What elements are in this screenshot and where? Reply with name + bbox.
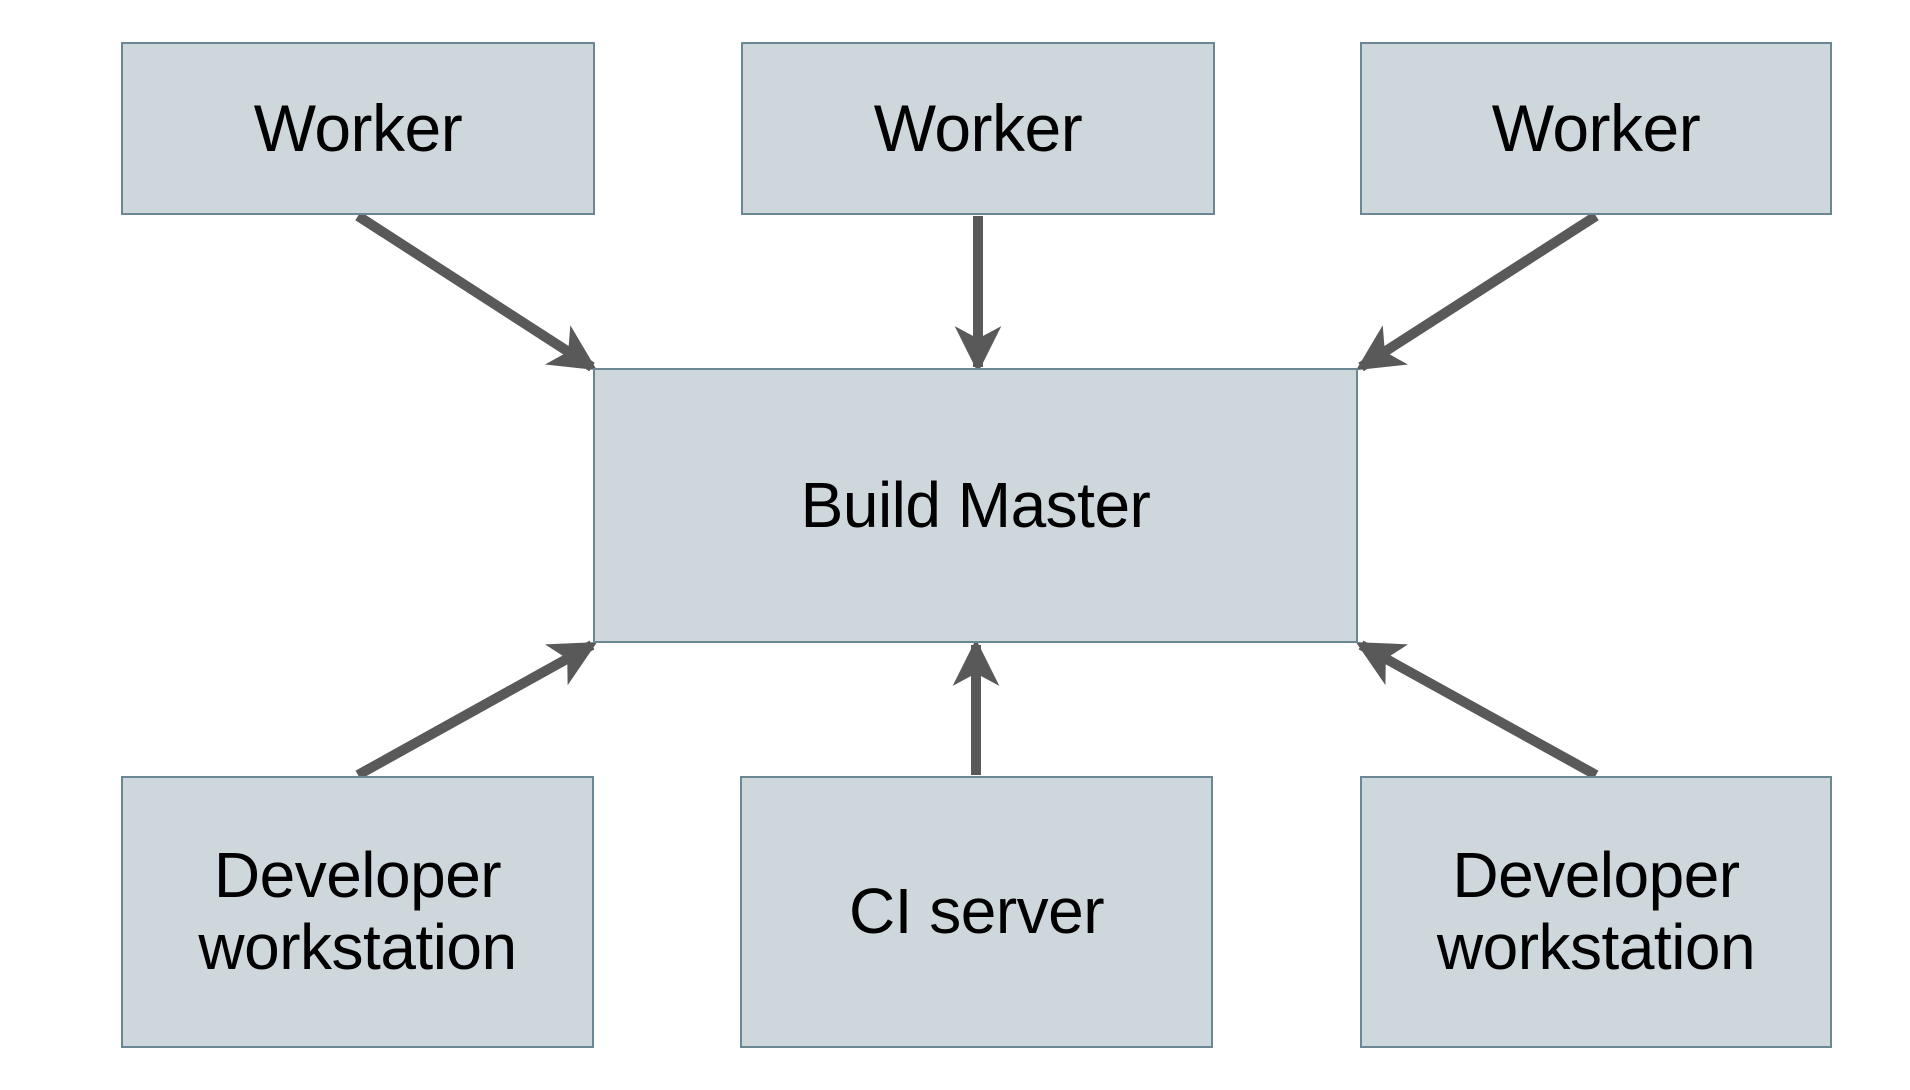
node-ci-server-label: CI server: [848, 875, 1105, 948]
node-worker-1-label: Worker: [253, 90, 463, 165]
node-worker-1[interactable]: Worker: [121, 42, 595, 215]
node-developer-workstation-left-label: Developer workstation: [198, 839, 517, 983]
edge-worker3-to-master: [1356, 211, 1599, 372]
node-developer-workstation-left[interactable]: Developer workstation: [121, 776, 594, 1048]
node-worker-3[interactable]: Worker: [1360, 42, 1832, 215]
node-worker-2-label: Worker: [873, 90, 1083, 165]
node-worker-3-label: Worker: [1491, 90, 1701, 165]
node-worker-2[interactable]: Worker: [741, 42, 1215, 215]
edge-devright-to-master: [1355, 640, 1599, 780]
node-developer-workstation-right[interactable]: Developer workstation: [1360, 776, 1832, 1048]
node-build-master-label: Build Master: [800, 468, 1151, 541]
edge-worker1-to-master: [355, 211, 597, 372]
node-build-master[interactable]: Build Master: [593, 368, 1358, 643]
node-developer-workstation-right-label: Developer workstation: [1436, 839, 1756, 983]
edge-devleft-to-master: [355, 640, 598, 780]
node-ci-server[interactable]: CI server: [740, 776, 1213, 1048]
